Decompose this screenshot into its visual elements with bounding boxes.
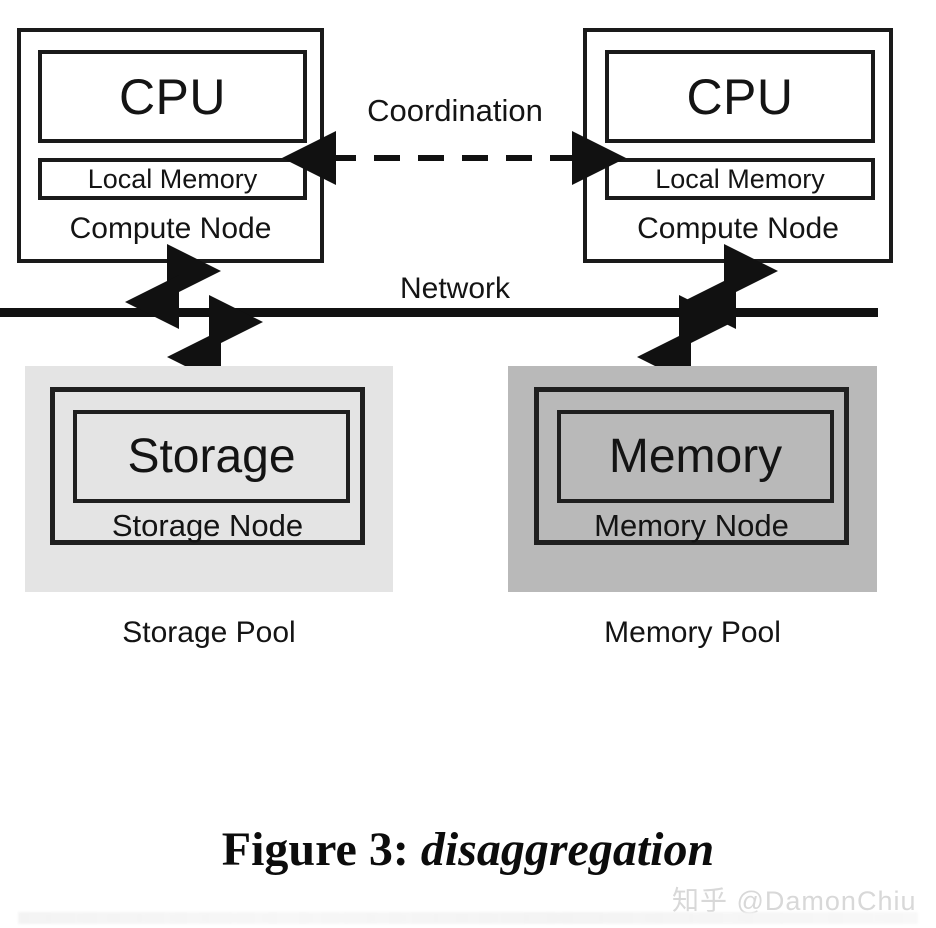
figure-caption-emphasis: disaggregation [420, 823, 715, 876]
compute-node-label-right: Compute Node [637, 212, 839, 245]
network-label: Network [399, 272, 511, 305]
cpu-label-right: CPU [686, 68, 794, 125]
compute-node-label-left: Compute Node [69, 212, 272, 245]
memory-label: Memory [608, 429, 783, 483]
link-arrow-network-to-storage-pool [167, 295, 263, 384]
storage-pool-box: Storage Storage Node [25, 366, 393, 592]
local-memory-box-right: Local Memory [605, 158, 875, 200]
memory-box: Memory [557, 410, 834, 503]
storage-box: Storage [73, 410, 350, 503]
compute-node-right: CPU Local Memory Compute Node [583, 28, 893, 263]
storage-pool-label: Storage Pool [122, 616, 296, 649]
link-arrow-network-to-memory-pool [637, 295, 733, 384]
local-memory-label-right: Local Memory [655, 163, 825, 194]
figure-caption: Figure 3: disaggregation [0, 822, 936, 877]
link-arrow-compute-left-to-network [125, 244, 221, 329]
compute-node-left: CPU Local Memory Compute Node [17, 28, 324, 263]
page-bleed-text-artifact [18, 912, 918, 924]
memory-node-box: Memory Memory Node [534, 387, 849, 545]
storage-node-label: Storage Node [111, 508, 304, 543]
storage-node-box: Storage Storage Node [50, 387, 365, 545]
zhihu-watermark: 知乎 @DamonChiu [672, 886, 917, 916]
coordination-arrow [282, 131, 626, 185]
link-arrow-compute-right-to-network [682, 244, 778, 329]
cpu-box-right: CPU [605, 50, 875, 143]
coordination-label: Coordination [367, 93, 543, 128]
figure-caption-prefix: Figure 3: [221, 823, 421, 876]
memory-node-label: Memory Node [594, 508, 789, 543]
memory-pool-label: Memory Pool [604, 616, 781, 649]
memory-pool-box: Memory Memory Node [508, 366, 877, 592]
storage-label: Storage [127, 429, 296, 483]
network-bus-line [0, 308, 878, 317]
local-memory-box-left: Local Memory [38, 158, 307, 200]
cpu-label-left: CPU [118, 68, 227, 125]
local-memory-label-left: Local Memory [87, 163, 258, 194]
cpu-box-left: CPU [38, 50, 307, 143]
